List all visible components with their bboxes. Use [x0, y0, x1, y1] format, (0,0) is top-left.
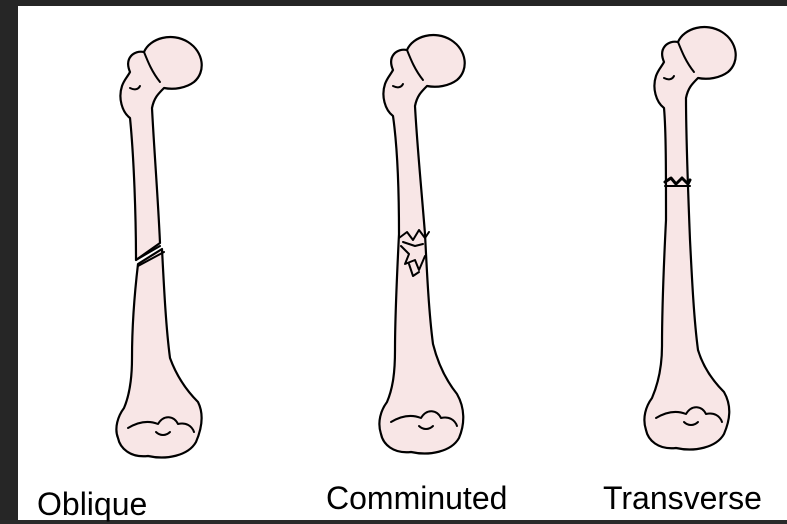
humerus-transverse-fracture-icon: [638, 20, 758, 460]
humerus-oblique-fracture-icon: [108, 28, 228, 468]
label-transverse: Transverse: [603, 478, 762, 518]
label-oblique: Oblique: [37, 484, 147, 524]
diagram-panel: Oblique Comminuted Transverse: [18, 6, 787, 520]
label-comminuted: Comminuted: [326, 478, 507, 518]
humerus-comminuted-fracture-icon: [373, 24, 493, 464]
